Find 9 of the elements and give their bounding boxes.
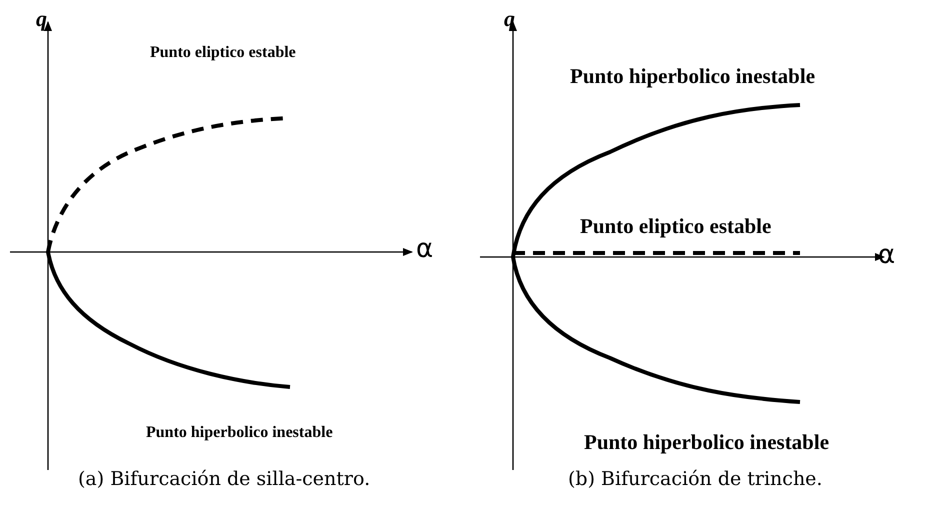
figure-caption: (a) Bifurcación de silla-centro. (78, 468, 370, 490)
axis-label: q (36, 6, 47, 32)
curve-label: Punto hiperbolico inestable (570, 64, 816, 89)
figure-caption: (b) Bifurcación de trinche. (568, 468, 822, 490)
axis-label: α (416, 234, 434, 264)
curve-label: Punto eliptico estable (580, 214, 772, 239)
curve-label: Punto hiperbolico inestable (584, 430, 830, 455)
curve-label: Punto hiperbolico inestable (146, 424, 333, 442)
curve-label: Punto eliptico estable (150, 44, 296, 62)
